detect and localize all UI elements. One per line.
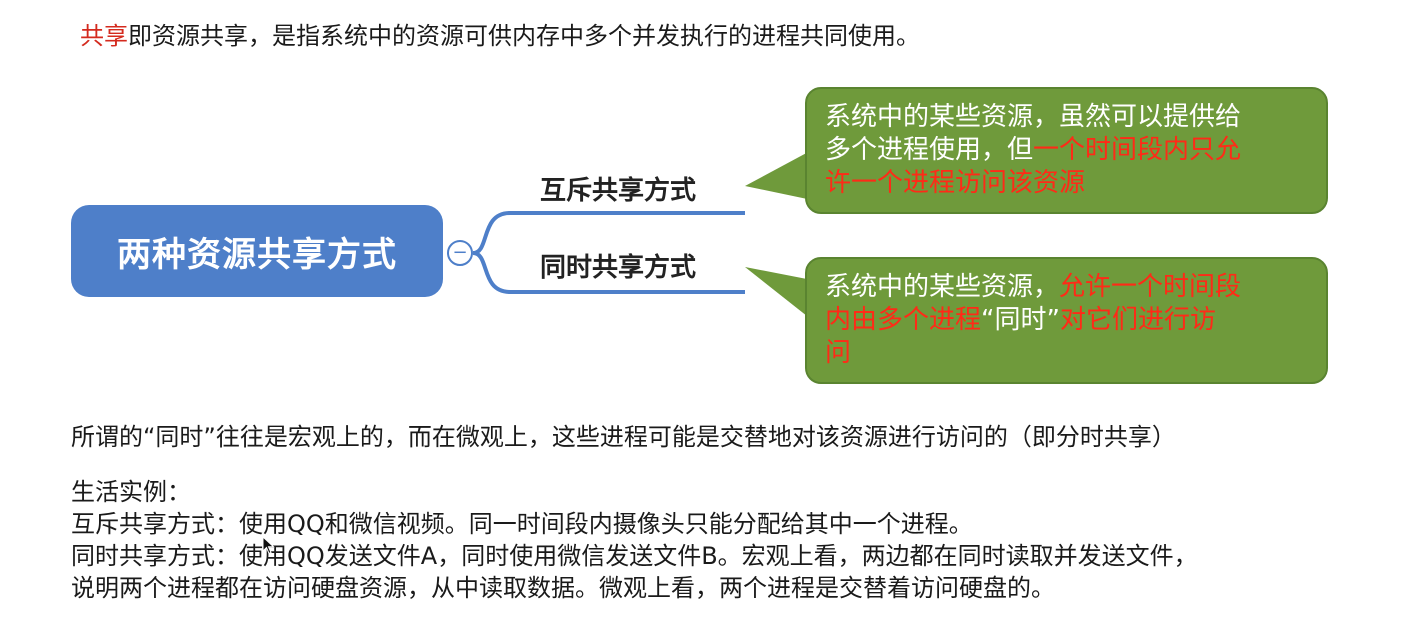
callout-2-line-3: 问 (825, 338, 852, 368)
callout-2-line-2-red-b: 对它们进行访 (1059, 305, 1216, 335)
example-line-1: 互斥共享方式：使用QQ和微信视频。同一时间段内摄像头只能分配给其中一个进程。 (71, 510, 973, 538)
examples-heading: 生活实例： (71, 478, 191, 506)
examples-section: 生活实例： 互斥共享方式：使用QQ和微信视频。同一时间段内摄像头只能分配给其中一… (71, 476, 1198, 604)
branch-label-simultaneous[interactable]: 同时共享方式 (540, 253, 697, 283)
branch-label-mutex[interactable]: 互斥共享方式 (540, 176, 697, 206)
intro-highlight: 共享 (80, 22, 128, 50)
center-node-label: 两种资源共享方式 (117, 234, 397, 275)
callout-1-line-2-plain: 多个进程使用，但 (825, 135, 1034, 165)
callout-2-line-2-red-a: 内由多个进程 (825, 305, 982, 335)
intro-text: 即资源共享，是指系统中的资源可供内存中多个并发执行的进程共同使用。 (128, 22, 920, 50)
callout-1-line-2: 多个进程使用，但一个时间段内只允 (825, 134, 1308, 167)
callout-1-pointer (745, 150, 812, 200)
callout-mutex: 系统中的某些资源，虽然可以提供给 多个进程使用，但一个时间段内只允 许一个进程访… (805, 87, 1328, 214)
example-line-2: 同时共享方式：使用QQ发送文件A，同时使用微信发送文件B。宏观上看，两边都在同时… (71, 542, 1198, 570)
callout-2-pointer (745, 267, 812, 320)
callout-1-line-3: 许一个进程访问该资源 (825, 168, 1086, 198)
example-line-3: 说明两个进程都在访问硬盘资源，从中读取数据。微观上看，两个进程是交替着访问硬盘的… (71, 574, 1055, 602)
callout-2-line-1-plain: 系统中的某些资源， (825, 272, 1060, 302)
connector-branch-2 (472, 251, 745, 294)
callout-simultaneous: 系统中的某些资源，允许一个时间段 内由多个进程“同时”对它们进行访 问 (805, 257, 1328, 384)
connector-trunk (472, 211, 745, 255)
callout-1-line-1: 系统中的某些资源，虽然可以提供给 (825, 102, 1242, 132)
callout-1-line-2-red: 一个时间段内只允 (1033, 135, 1242, 165)
callout-2-line-1: 系统中的某些资源，允许一个时间段 (825, 271, 1308, 304)
callout-2-line-2: 内由多个进程“同时”对它们进行访 (825, 304, 1308, 337)
mindmap-center-node[interactable]: 两种资源共享方式 (71, 205, 443, 297)
callout-2-line-1-red: 允许一个时间段 (1059, 272, 1242, 302)
callout-2-line-2-plain: “同时” (981, 305, 1060, 335)
collapse-toggle-icon[interactable]: − (447, 240, 473, 266)
minus-icon: − (452, 242, 468, 263)
time-sharing-note: 所谓的“同时”往往是宏观上的，而在微观上，这些进程可能是交替地对该资源进行访问的… (71, 423, 1176, 451)
mouse-cursor-icon (262, 536, 275, 555)
intro-sentence: 共享即资源共享，是指系统中的资源可供内存中多个并发执行的进程共同使用。 (80, 20, 920, 52)
